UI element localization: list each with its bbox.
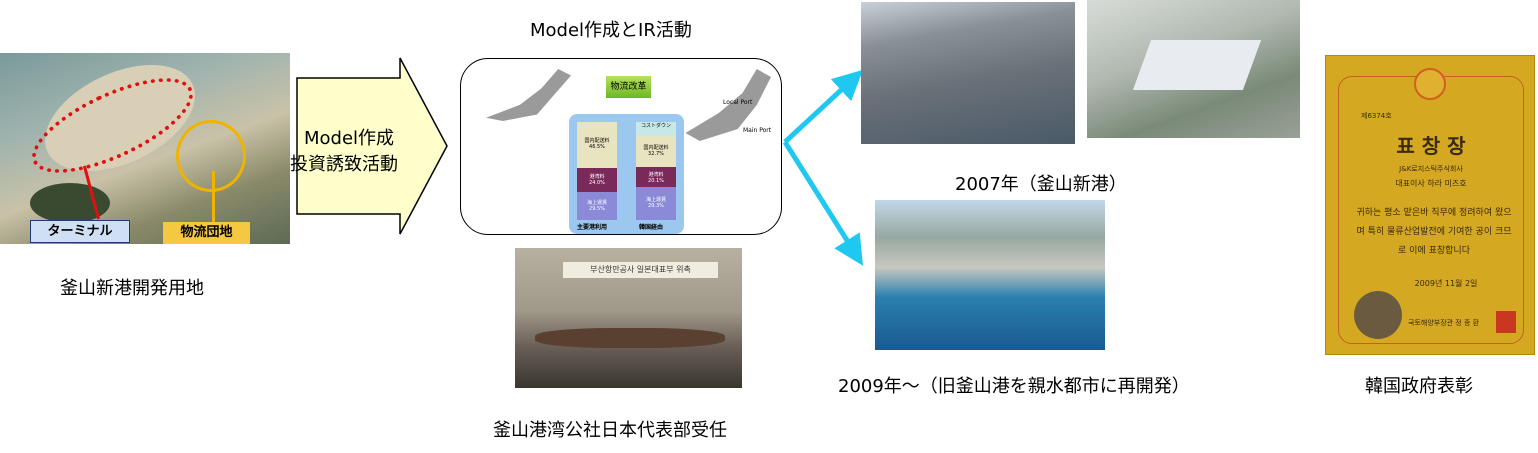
seg-value: 29.3% <box>648 203 664 209</box>
caption-development-site: 釜山新港開発用地 <box>60 278 204 299</box>
yellow-circle <box>176 120 246 192</box>
seg-value: 29.5% <box>589 206 605 212</box>
certificate-body: 귀하는 평소 맡은바 직무에 정려하여 왔으며 특히 물류산업발전에 기여한 공… <box>1356 208 1512 256</box>
cyan-arrows <box>782 70 864 266</box>
caption-2009: 2009年～（旧釜山港を親水都市に再開発） <box>838 376 1190 397</box>
photo-2007-port-aerial <box>861 2 1075 144</box>
caption-representative: 釜山港湾公社日本代表部受任 <box>493 420 727 441</box>
seg-label: 海上運賃 <box>645 197 666 203</box>
certificate-company: J&K로지스틱주식회사 <box>1399 165 1463 173</box>
aerial-photo-busan-new-port: ターミナル 物流団地 <box>0 53 290 244</box>
seg-value: 20.1% <box>648 178 664 184</box>
bar-right-label: 韓国経由 <box>639 224 664 231</box>
photo-2009-waterfront <box>875 200 1105 350</box>
certificate-date: 2009년 11월 2일 <box>1414 279 1478 288</box>
meeting-table <box>535 328 725 348</box>
photo-2007-logistics-center <box>1087 0 1300 138</box>
caption-2007: 2007年（釜山新港） <box>955 174 1127 195</box>
label-terminal: ターミナル <box>30 220 130 243</box>
meeting-photo: 부산항만공사 일본대표부 위촉 <box>515 248 742 388</box>
seg-label: 港湾料 <box>648 172 664 178</box>
seg-label: 国内配送料 <box>584 138 610 144</box>
bar-left-label: 主要港利用 <box>577 224 608 231</box>
seg-label: 港湾料 <box>589 174 605 180</box>
seal-emblem-icon <box>1354 291 1402 339</box>
arrow-text-line1: Model作成 <box>304 128 395 149</box>
certificate-person: 대표이사 하라 미즈호 <box>1395 179 1467 188</box>
japan-map-left <box>486 69 571 121</box>
yellow-arrow <box>212 171 215 223</box>
main-port-label: Main Port <box>743 127 772 134</box>
japan-map-right <box>685 69 771 141</box>
certificate-signer: 국토해양부장관 정 종 환 <box>1408 319 1480 327</box>
seg-label: 海上運賃 <box>586 200 607 206</box>
block-arrow <box>296 57 448 235</box>
center-title: Model作成とIR活動 <box>530 20 692 41</box>
bar-right-saving: コストダウン <box>636 122 676 136</box>
reform-arrow: 物流改革 <box>606 76 651 98</box>
label-logistics: 物流団地 <box>163 222 250 244</box>
seg-value: 46.5% <box>589 144 605 150</box>
meeting-banner: 부산항만공사 일본대표부 위촉 <box>563 262 718 278</box>
warehouse <box>1132 40 1262 90</box>
certificate-title: 표 창 장 <box>1396 134 1466 158</box>
red-stamp <box>1496 311 1516 333</box>
flower-emblem-icon <box>1414 68 1446 100</box>
arrow-text-line2: 投資誘致活動 <box>290 154 398 175</box>
local-port-label: Local Port <box>723 99 753 106</box>
seg-value: 24.0% <box>589 180 605 186</box>
certificate-number: 제6374호 <box>1361 112 1392 120</box>
award-certificate: 제6374호 표 창 장 J&K로지스틱주식회사 대표이사 하라 미즈호 귀하는… <box>1325 55 1535 355</box>
seg-label: 国内配送料 <box>643 145 669 151</box>
caption-award: 韓国政府表彰 <box>1365 376 1473 397</box>
seg-value: 32.7% <box>648 151 664 157</box>
